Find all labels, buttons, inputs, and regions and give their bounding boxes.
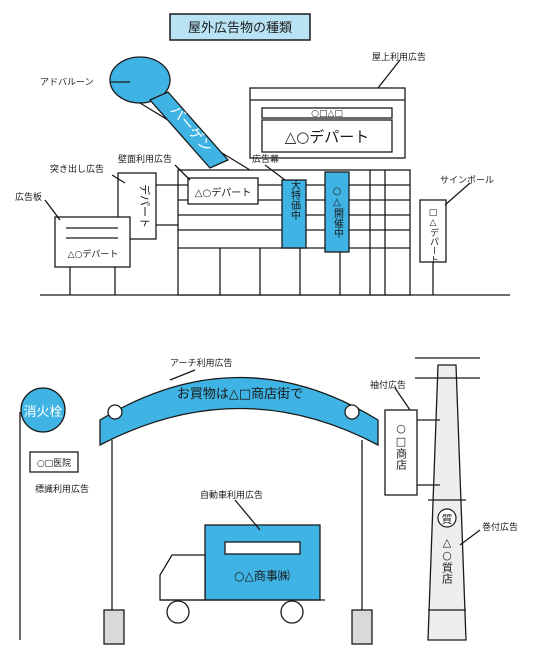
- arch-base-left: [103, 609, 125, 645]
- rooftop-marks: ○□△□: [311, 109, 343, 119]
- label-hydrant-sign: 標識利用広告: [35, 483, 89, 495]
- label-wall: 壁面利用広告: [118, 153, 172, 165]
- upper-labels: アドバルーン 屋上利用広告 壁面利用広告 突き出し広告 広告幕 サインポール 広…: [15, 51, 494, 203]
- arch-text: お買物は△□商店街で: [177, 387, 303, 402]
- title-box: [169, 13, 311, 41]
- wrap-char: 質: [442, 512, 453, 526]
- balloon-banner-text: バーゲン: [167, 103, 215, 156]
- page-title: 屋外広告物の種類: [188, 20, 292, 36]
- upper-scene: [40, 56, 510, 296]
- banner-1-text: 大特価中: [289, 179, 301, 221]
- billboard-text: △○デパート: [68, 248, 119, 260]
- balloon-banner: [148, 91, 230, 169]
- arch-base-right: [351, 609, 373, 645]
- label-board: 広告板: [15, 191, 42, 203]
- wheel-icon: [280, 600, 304, 624]
- lamp-icon: [344, 404, 360, 420]
- arch-sign: [99, 376, 379, 447]
- billboard: [54, 216, 131, 268]
- label-signpole: サインポール: [440, 175, 494, 186]
- hydrant-text: 消火栓: [23, 405, 62, 420]
- lower-sign-texts: 消火栓 ○□医院 お買物は△□商店街で ○△商事㈱ ○□商店 質 △○質店: [23, 387, 457, 584]
- clinic-sign: [29, 451, 79, 473]
- wrap-mark: [437, 508, 457, 528]
- label-vehicle: 自動車利用広告: [200, 489, 263, 501]
- label-wrap: 巻付広告: [482, 521, 518, 533]
- banner-2-text: ○△開催中: [332, 186, 344, 239]
- truck-text: ○△商事㈱: [234, 568, 290, 583]
- label-adballoon: アドバルーン: [40, 77, 94, 88]
- projecting-text: デパート: [138, 184, 152, 228]
- wheel-icon: [166, 600, 190, 624]
- truck-box: [204, 524, 321, 601]
- label-banner: 広告幕: [252, 153, 279, 165]
- hydrant-sign: [20, 387, 66, 433]
- label-projecting: 突き出し広告: [50, 163, 104, 175]
- clinic-text: ○□医院: [37, 457, 71, 469]
- pole-text: □△デパート: [428, 208, 439, 264]
- lower-scene: [19, 357, 481, 645]
- label-sleeve: 袖付広告: [370, 379, 406, 391]
- lamp-icon: [107, 404, 123, 420]
- wall-sign: [187, 177, 259, 205]
- rooftop-store-text: △○デパート: [285, 128, 370, 146]
- utility-pole: [427, 364, 467, 641]
- banner-2: [324, 171, 350, 253]
- wrap-text: △○質店: [441, 536, 454, 584]
- lower-labels: アーチ利用広告 袖付広告 標識利用広告 自動車利用広告 巻付広告: [35, 357, 518, 533]
- truck-cab: [159, 554, 206, 601]
- sleeve-text: ○□商店: [395, 422, 408, 470]
- label-rooftop: 屋上利用広告: [372, 51, 426, 63]
- label-arch: アーチ利用広告: [170, 357, 232, 369]
- wall-sign-text: △○デパート: [195, 186, 251, 199]
- banner-1: [281, 179, 307, 249]
- sleeve-sign: [384, 409, 418, 496]
- sign-pole: [419, 199, 447, 263]
